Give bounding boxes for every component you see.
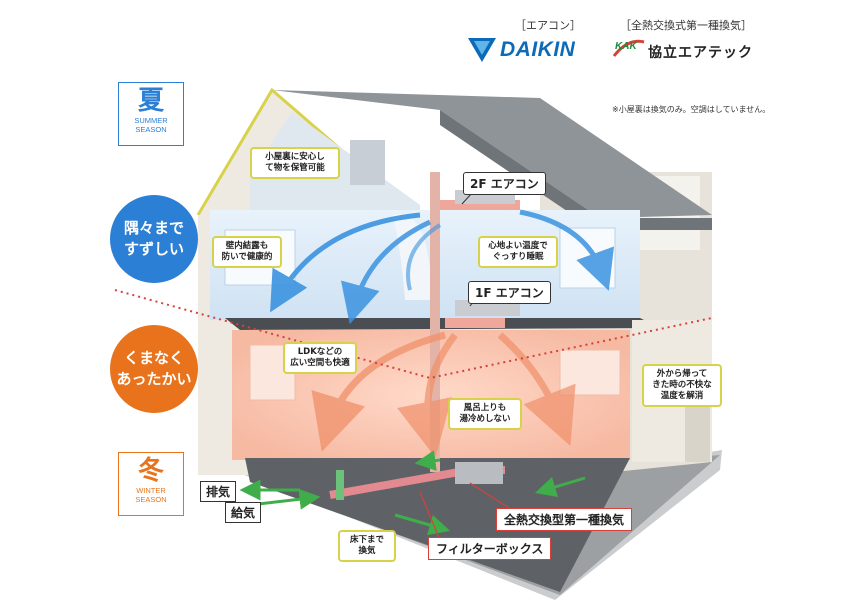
summer-en-line1: SUMMER	[134, 116, 168, 125]
callout-return-home-line2: きた時の不快な	[652, 380, 712, 390]
callout-bath-line1: 風呂上りも	[463, 403, 507, 413]
roof-edge	[440, 110, 712, 230]
warm-air-arrow-icon-3	[497, 332, 576, 446]
second-floor-window-right	[559, 227, 616, 289]
callout-bath-line2: 湯冷めしない	[459, 414, 511, 424]
summer-en-line2: SEASON	[135, 125, 167, 134]
vertical-duct-icon	[430, 172, 440, 472]
kak-logo-text: KAK	[615, 41, 637, 52]
aircon-bracket-label: ［エアコン］	[515, 19, 581, 32]
callout-attic-line1: 小屋裏に安心し	[265, 152, 325, 162]
season-divider-line	[114, 289, 713, 380]
callout-condensation: 壁内結露も 防いで健康的	[212, 236, 282, 268]
winter-en-line1: WINTER	[136, 486, 166, 495]
cool-air-arrow-icon-4	[406, 223, 442, 291]
callout-return-home: 外から帰って きた時の不快な 温度を解消	[642, 364, 722, 407]
warm-air-arrow-icon	[311, 331, 446, 452]
supply-label: 給気	[225, 502, 262, 523]
ac-1f-label: 1F エアコン	[468, 281, 551, 304]
summer-message-line2: すずしい	[123, 240, 184, 258]
winter-en-line2: SEASON	[135, 495, 167, 504]
callout-attic-line2: て物を保管可能	[265, 163, 325, 173]
winter-kanji: 冬	[137, 456, 164, 486]
summer-message-circle: 隅々まで すずしい	[110, 195, 198, 283]
winter-message-line1: くまなく	[123, 349, 184, 367]
first-floor-window-right	[559, 349, 621, 396]
callout-sleep-line1: 心地よい温度で	[488, 241, 548, 251]
callout-attic: 小屋裏に安心し て物を保管可能	[250, 147, 340, 179]
callout-sleep-line2: ぐっすり睡眠	[492, 252, 544, 262]
callout-condensation-line2: 防いで健康的	[221, 252, 273, 262]
second-floor-slab	[225, 318, 660, 330]
cool-air-arrow-icon-3	[519, 209, 614, 291]
hrv-unit-icon	[455, 462, 503, 484]
hrv-label: 全熱交換型第一種換気	[496, 508, 633, 531]
callout-ldk: LDKなどの 広い空間も快適	[283, 342, 357, 374]
cool-air-arrow-icon	[270, 212, 421, 313]
summer-kanji: 夏	[137, 86, 164, 116]
winter-season-badge: 冬 WINTER SEASON	[118, 452, 184, 516]
summer-season-badge: 夏 SUMMER SEASON	[118, 82, 184, 146]
attic-note: ※小屋裏は換気のみ。空調はしていません。	[612, 105, 771, 114]
outdoor-unit	[685, 400, 710, 462]
second-floor-duct-icon	[440, 200, 520, 210]
fresh-air-arrow-icon-2	[534, 476, 586, 498]
exhaust-label: 排気	[200, 481, 237, 502]
callout-underfloor: 床下まで 換気	[338, 530, 396, 562]
daikin-triangle-logo-icon	[468, 38, 496, 62]
daikin-logo-text: DAIKIN	[500, 38, 576, 61]
cool-air-arrow-icon-2	[340, 219, 432, 325]
kyoritsu-logo-text: 協立エアテック	[648, 45, 753, 61]
winter-message-line2: あったかい	[116, 370, 192, 388]
ac-2f-label: 2F エアコン	[463, 172, 546, 195]
callout-bath: 風呂上りも 湯冷めしない	[448, 398, 522, 430]
callout-ldk-line1: LDKなどの	[297, 347, 343, 357]
first-floor-duct-icon	[445, 318, 505, 328]
filter-box-label: フィルターボックス	[428, 537, 552, 560]
filter-leader	[419, 491, 441, 541]
warm-air-arrow-icon-2	[397, 332, 458, 458]
fresh-air-arrow-icon-3	[414, 450, 441, 472]
summer-message-line1: 隅々まで	[123, 219, 184, 237]
attic-storage-box	[350, 140, 385, 185]
house-roof	[272, 90, 712, 218]
kak-swoosh-logo-icon	[612, 39, 645, 57]
callout-return-home-line3: 温度を解消	[660, 391, 704, 401]
hrv-leader	[469, 482, 513, 511]
winter-message-circle: くまなく あったかい	[110, 325, 198, 413]
callout-underfloor-line2: 換気	[358, 546, 376, 556]
callout-condensation-line1: 壁内結露も	[225, 241, 269, 251]
callout-ldk-line2: 広い空間も快適	[290, 358, 350, 368]
ventilation-bracket-label: ［全熱交換式第一種換気］	[620, 19, 752, 32]
callout-return-home-line1: 外から帰って	[656, 369, 708, 379]
callout-sleep: 心地よい温度で ぐっすり睡眠	[478, 236, 558, 268]
callout-underfloor-line1: 床下まで	[349, 535, 384, 545]
fresh-air-arrow-icon	[394, 513, 451, 536]
